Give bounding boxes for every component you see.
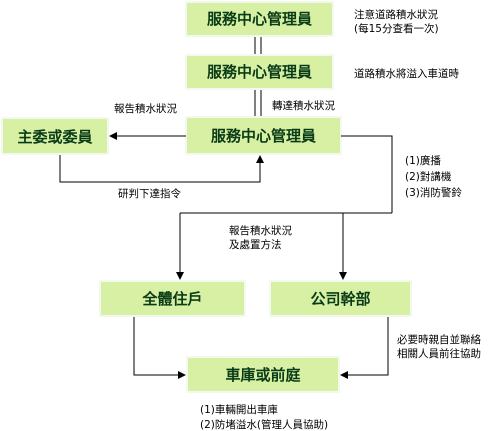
box-manager-top-label: 服務中心管理員	[207, 10, 312, 28]
note-garage-1: (1)車輛開出車庫	[200, 403, 278, 416]
box-garage: 車庫或前庭	[186, 356, 340, 393]
box-manager-mid-shape	[185, 54, 334, 90]
box-garage-label: 車庫或前庭	[225, 366, 301, 384]
box-residents-shape	[99, 280, 246, 317]
note-discuss: 研判下達指令	[118, 187, 181, 200]
note-top-line2: (每15分查看一次)	[354, 22, 439, 35]
note-relay: 轉達積水狀況	[272, 99, 335, 112]
note-mid-line1: 道路積水將溢入車道時	[354, 67, 459, 80]
box-manager-main: 服務中心管理員	[185, 116, 342, 155]
box-company-shape	[269, 280, 412, 317]
note-actions-1: (1)廣播	[405, 154, 441, 167]
box-committee-label: 主委或委員	[17, 128, 92, 146]
note-report-method-2: 及處置方法	[229, 238, 282, 251]
box-manager-top-shape	[185, 1, 334, 37]
box-company: 公司幹部	[269, 280, 412, 317]
note-garage-2: (2)防堵溢水(管理人員協助)	[200, 418, 328, 431]
box-manager-top: 服務中心管理員	[185, 1, 334, 37]
arrow-committee-to-main	[59, 155, 264, 183]
box-committee-shape	[1, 117, 109, 155]
note-actions-2: (2)對講機	[405, 170, 452, 183]
note-company-1: 必要時親自並聯絡	[397, 333, 481, 346]
connectors	[59, 37, 393, 379]
box-manager-main-shape	[185, 116, 342, 155]
box-manager-mid: 服務中心管理員	[185, 54, 334, 90]
box-residents-label: 全體住戶	[141, 290, 202, 308]
note-company-2: 相關人員前往協助	[397, 347, 481, 360]
box-manager-mid-label: 服務中心管理員	[207, 63, 312, 81]
line-main-branch	[341, 135, 393, 213]
box-manager-main-label: 服務中心管理員	[211, 127, 316, 145]
arrow-company-to-garage	[340, 317, 389, 379]
note-report-method-1: 報告積水狀況	[229, 224, 292, 237]
box-committee: 主委或委員	[1, 117, 109, 155]
note-top-line1: 注意道路積水狀況	[354, 8, 438, 21]
box-company-label: 公司幹部	[310, 290, 370, 308]
box-garage-shape	[186, 356, 340, 393]
note-actions-3: (3)消防警鈴	[405, 186, 462, 199]
arrow-residents-to-garage	[133, 317, 186, 379]
box-residents: 全體住戶	[99, 280, 246, 317]
note-report-committee: 報告積水狀況	[114, 102, 177, 115]
